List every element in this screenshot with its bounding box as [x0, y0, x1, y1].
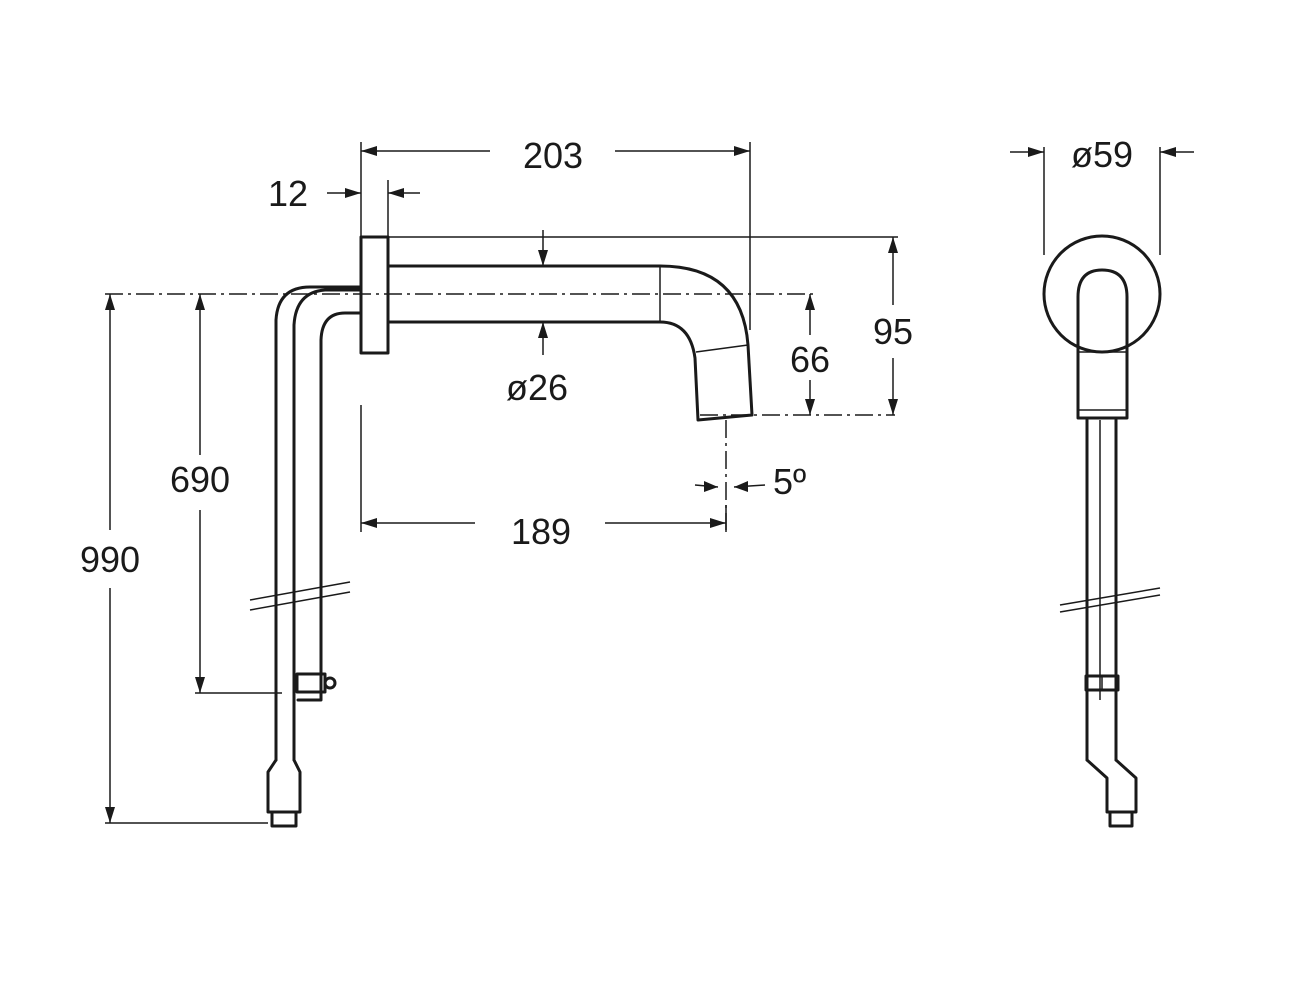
arrow: [734, 481, 748, 492]
break-line-2: [249, 591, 351, 611]
dim-label-26: ø26: [506, 367, 568, 408]
rosette: [1042, 234, 1162, 354]
dim-label-95: 95: [873, 311, 913, 352]
hose-nut-front: [1108, 810, 1134, 828]
hose-nut: [270, 810, 298, 828]
hose-connector-front: [1085, 758, 1138, 814]
arrow: [538, 250, 548, 266]
break-line-1: [249, 581, 351, 601]
arrow: [388, 188, 404, 198]
arrow: [105, 807, 115, 823]
arrow: [888, 237, 898, 253]
dim-label-59: ø59: [1071, 134, 1133, 175]
supply-pipe-middle: [292, 288, 363, 762]
arrow: [1028, 147, 1044, 157]
dim-label-66: 66: [790, 339, 830, 380]
dim-label-690: 690: [170, 459, 230, 500]
supply-pipe-inner: [296, 311, 363, 702]
dim-label-189: 189: [511, 511, 571, 552]
aerator-seam: [695, 344, 749, 353]
arrow: [538, 322, 548, 338]
wall-flange: [359, 235, 390, 355]
dim-label-203: 203: [523, 135, 583, 176]
arrow: [805, 294, 815, 310]
break-line-front-2: [1059, 594, 1161, 613]
arrow: [345, 188, 361, 198]
hose-connector: [266, 758, 302, 814]
dim-label-12: 12: [268, 173, 308, 214]
spout-body: [386, 264, 754, 422]
arrow: [105, 294, 115, 310]
break-line-front-1: [1059, 587, 1161, 606]
clamp-screw: [323, 676, 337, 690]
dim-label-990: 990: [80, 539, 140, 580]
arrow: [195, 294, 205, 310]
arrow: [888, 399, 898, 415]
supply-pipe-outer: [274, 285, 363, 762]
arrow: [805, 399, 815, 415]
front-view: ø59: [1010, 134, 1194, 828]
dim-label-angle: 5º: [773, 461, 806, 502]
arrow: [1160, 147, 1176, 157]
arrow: [195, 677, 205, 693]
side-view: 203 12 ø26 66 95 5º: [80, 135, 913, 828]
arrow: [361, 518, 377, 528]
spout-front: [1076, 268, 1129, 420]
arrow: [361, 146, 377, 156]
arrow: [704, 481, 718, 492]
arrow: [710, 518, 726, 528]
arrow: [734, 146, 750, 156]
